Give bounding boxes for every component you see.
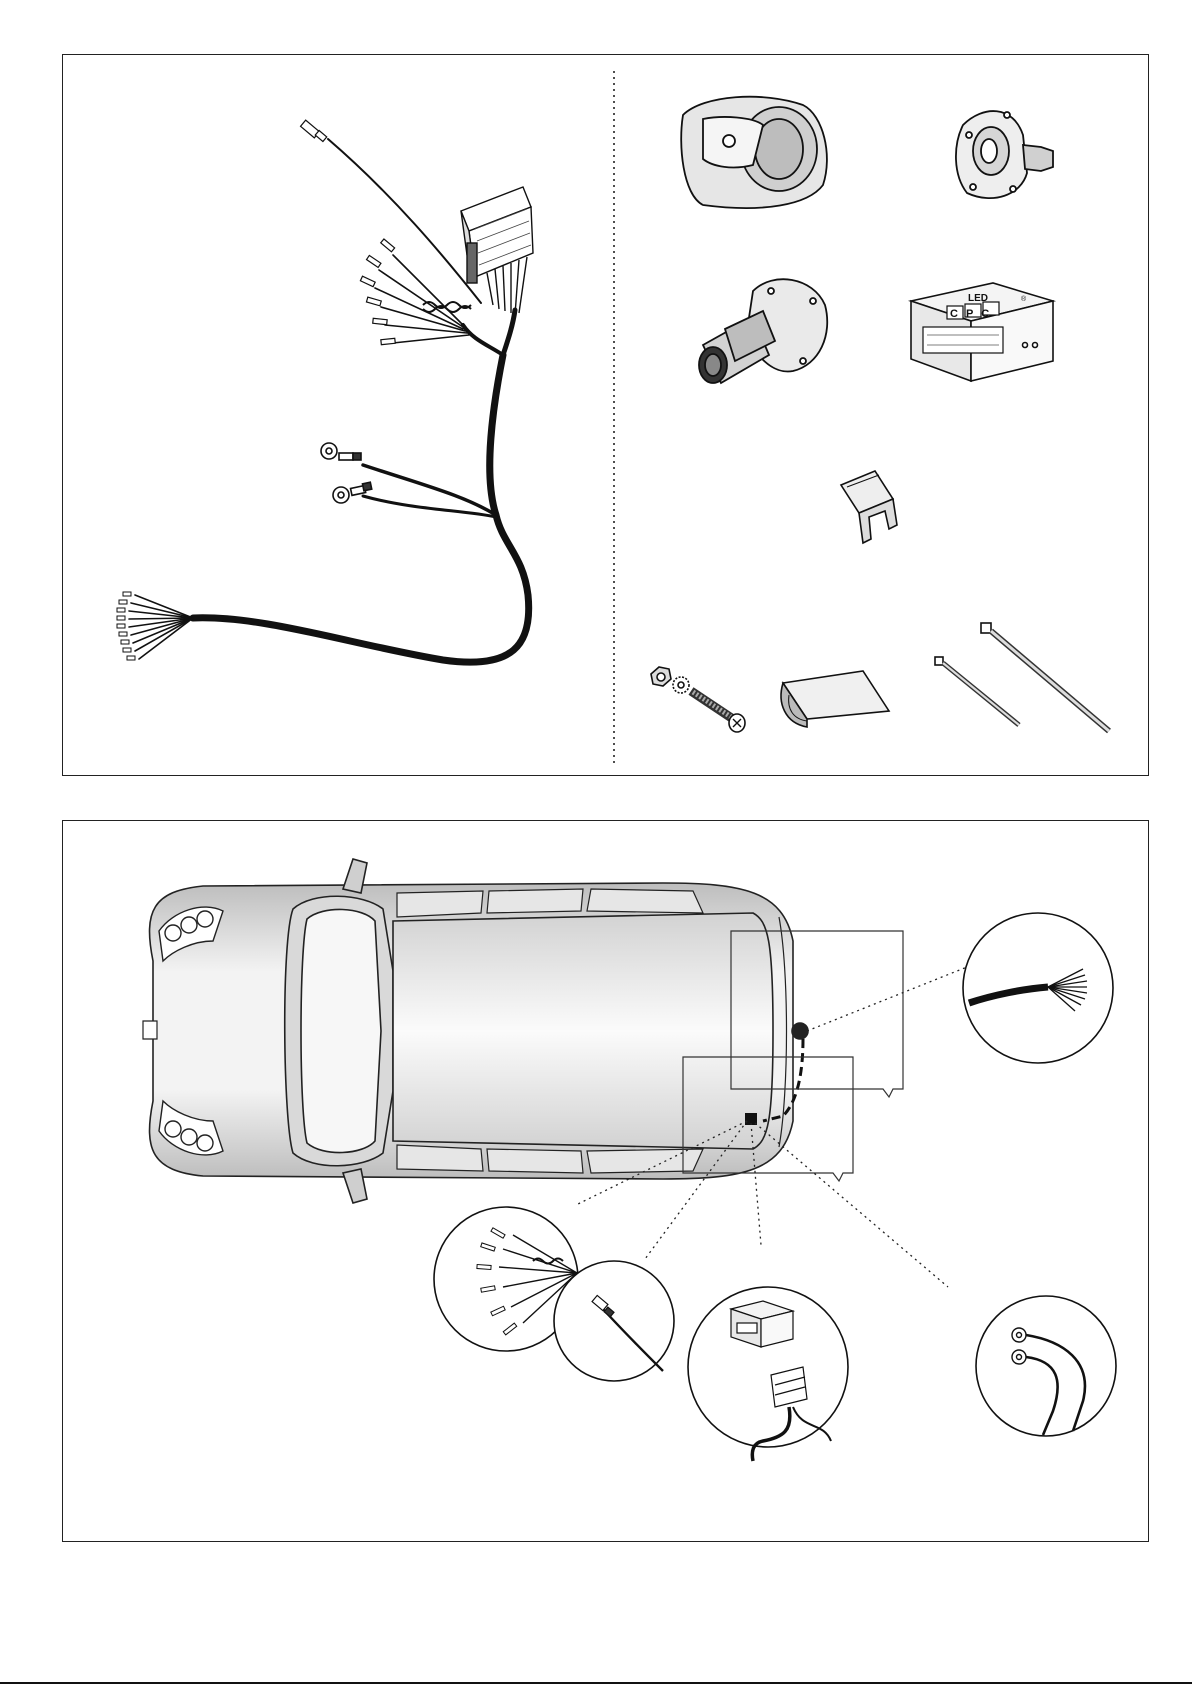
pin-terminals-icon: [360, 239, 395, 345]
multipin-connector-icon: [461, 187, 533, 315]
trailer-socket-icon: [681, 97, 827, 208]
bolt-nut-washer-icon: [651, 667, 745, 732]
blade-fuse-icon: [841, 471, 897, 543]
spade-terminal-icon: [301, 120, 327, 141]
socket-mounting-plate-icon: [956, 111, 1053, 198]
kit-contents-drawing: LED CPC ®: [63, 55, 1150, 777]
adhesive-pad-icon: [781, 671, 889, 727]
cable-end-detail: [963, 913, 1113, 1063]
module-connector-detail: [688, 1287, 848, 1461]
rubber-seal-icon: [699, 279, 827, 383]
installation-drawing: [63, 821, 1150, 1543]
page-bottom-rule: [0, 1682, 1192, 1684]
ring-terminals-detail: [976, 1296, 1116, 1436]
kit-contents-panel: LED CPC ®: [62, 54, 1149, 776]
ring-terminal-icon: [321, 443, 372, 503]
cable-tie-icon: [935, 623, 1109, 731]
car-top-view-icon: [143, 859, 808, 1203]
module-brand-line2: CPC: [950, 308, 997, 320]
installation-panel: [62, 820, 1149, 1542]
module-registered-mark: ®: [1021, 295, 1027, 303]
electronic-module-icon: LED CPC ®: [911, 283, 1053, 381]
pin-terminal-detail: [554, 1261, 674, 1381]
twisted-pair-icon: [423, 302, 471, 312]
